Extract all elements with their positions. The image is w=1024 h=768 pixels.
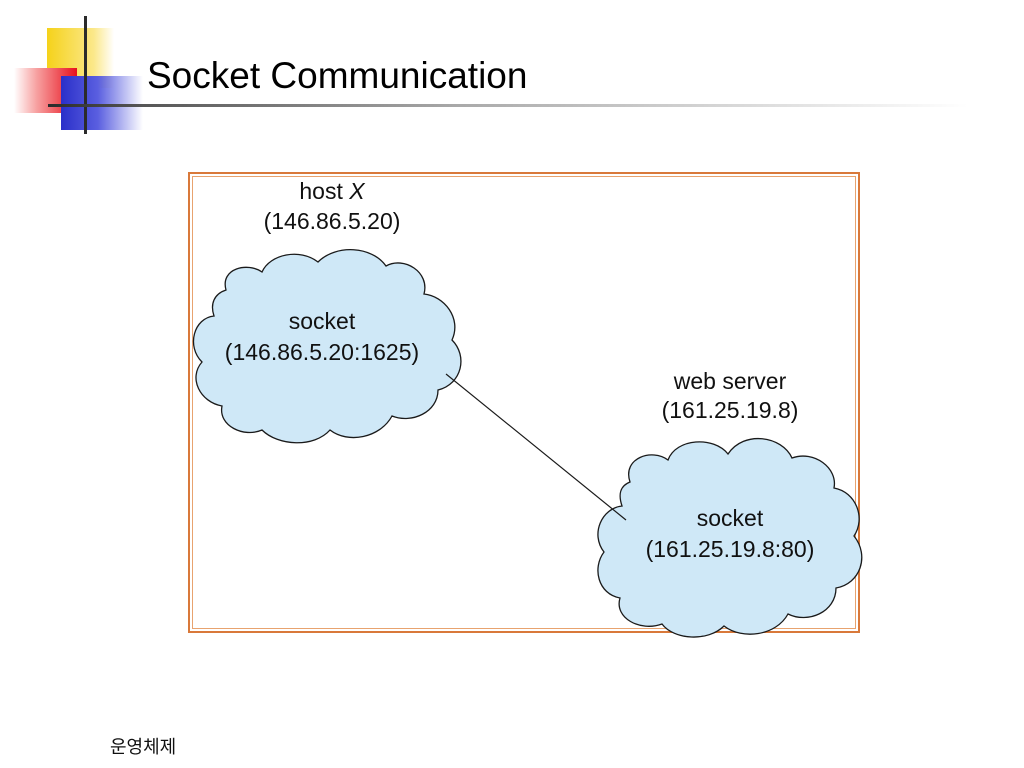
socket-connection-line [445, 373, 627, 521]
server-socket-label: socket [696, 505, 764, 531]
title-underline [48, 104, 968, 107]
host-socket-address: (146.86.5.20:1625) [224, 339, 420, 365]
host-label-var: X [349, 178, 365, 204]
diagram-frame-inner-border [192, 176, 856, 629]
host-label: host X [252, 176, 412, 206]
decor-vertical-line [84, 16, 87, 134]
host-socket-label: socket [288, 308, 356, 334]
decor-blue-square [61, 76, 143, 130]
slide-title: Socket Communication [147, 55, 528, 96]
host-label-prefix: host [299, 178, 350, 204]
server-label: web server [673, 368, 787, 394]
server-ip: (161.25.19.8) [661, 397, 799, 423]
server-socket-cloud [597, 438, 863, 638]
slide-footer: 운영체제 [110, 737, 177, 758]
host-ip: (146.86.5.20) [263, 208, 401, 234]
server-socket-address: (161.25.19.8:80) [645, 536, 815, 562]
host-socket-cloud [192, 249, 462, 444]
